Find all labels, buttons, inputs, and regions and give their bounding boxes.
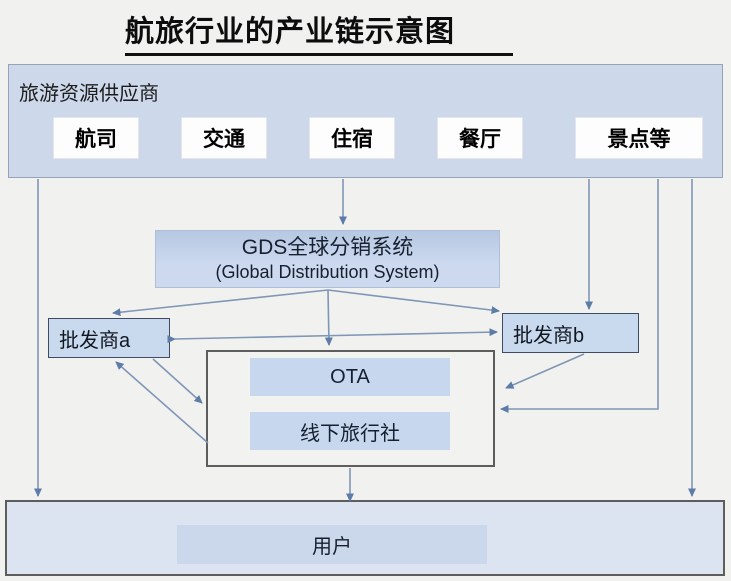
supplier-item-airlines: 航司: [54, 118, 138, 158]
user-box: 用户: [177, 525, 487, 564]
gds-name-cn: GDS全球分销系统: [241, 236, 414, 259]
supplier-item-lodging: 住宿: [310, 118, 394, 158]
suppliers-panel: 旅游资源供应商 航司 交通 住宿 餐厅 景点等: [8, 64, 723, 178]
arrow-wholesaler-a-to-agencies: [152, 358, 203, 404]
supplier-item-restaurants: 餐厅: [438, 118, 522, 158]
wholesaler-a-box: 批发商a: [48, 318, 170, 358]
page-title: 航旅行业的产业链示意图: [125, 8, 513, 56]
ota-box: OTA: [250, 358, 450, 396]
wholesaler-b-box: 批发商b: [502, 313, 639, 353]
arrow-agencies-to-wholesaler-a: [115, 361, 209, 444]
agency-container: OTA 线下旅行社: [206, 350, 495, 467]
arrow-suppliers-to-agencies-elbow: [500, 179, 659, 413]
arrow-gds-to-agencies: [324, 289, 333, 346]
arrow-gds-to-wholesaler-b: [327, 289, 500, 315]
gds-box: GDS全球分销系统 (Global Distribution System): [155, 230, 500, 288]
arrow-wholesaler-b-to-agencies: [505, 353, 585, 389]
gds-name-en: (Global Distribution System): [215, 262, 440, 282]
suppliers-panel-label: 旅游资源供应商: [19, 83, 159, 105]
user-panel: 用户: [5, 500, 725, 576]
arrow-wholesaler-a-b-bidirectional: [167, 328, 498, 344]
offline-agency-box: 线下旅行社: [250, 412, 450, 450]
supplier-item-transport: 交通: [182, 118, 266, 158]
supplier-item-attractions: 景点等: [576, 118, 702, 158]
arrow-gds-to-wholesaler-a: [112, 289, 329, 317]
